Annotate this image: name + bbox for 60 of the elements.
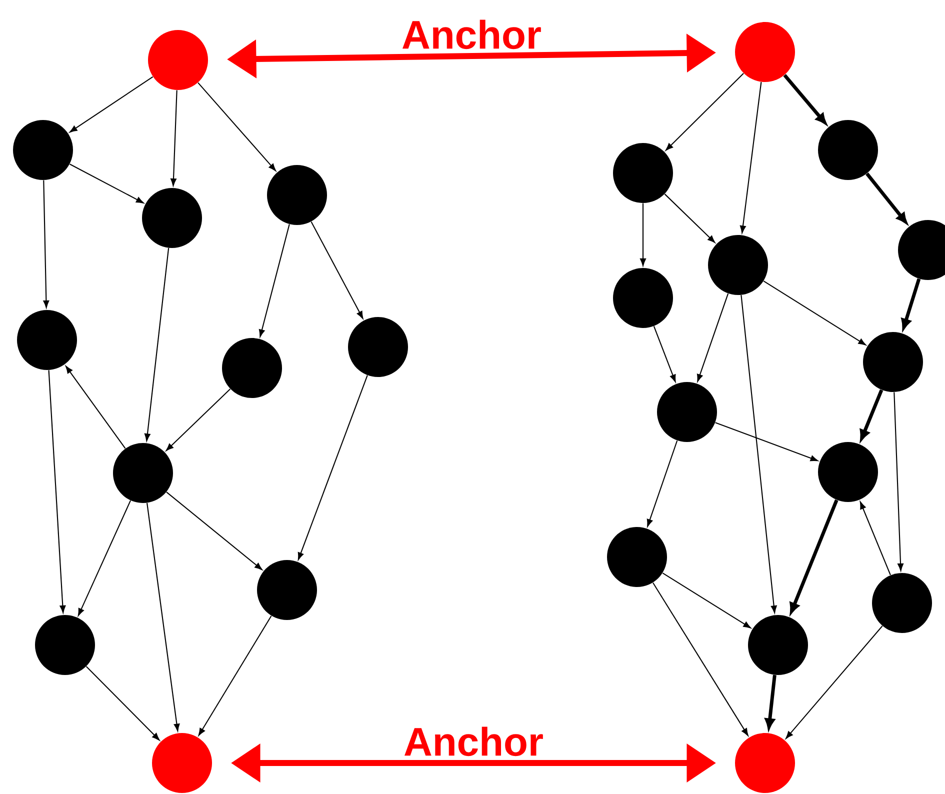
graph-node bbox=[863, 332, 923, 392]
graph-node bbox=[748, 615, 808, 675]
arrow bbox=[666, 72, 744, 151]
edge-label: Anchor bbox=[402, 20, 541, 50]
anchor-node bbox=[152, 733, 212, 793]
arrow bbox=[664, 194, 716, 243]
graph-node bbox=[898, 220, 945, 280]
graph-node bbox=[35, 615, 95, 675]
arrow bbox=[310, 221, 364, 319]
graph-node bbox=[818, 442, 878, 502]
graph-node bbox=[113, 443, 173, 503]
arrow bbox=[66, 366, 126, 449]
graph-node bbox=[17, 310, 77, 370]
graph-node bbox=[607, 527, 667, 587]
arrow bbox=[258, 224, 290, 338]
arrow bbox=[653, 326, 676, 382]
graph-node bbox=[13, 120, 73, 180]
arrow bbox=[170, 90, 178, 186]
arrow bbox=[763, 280, 866, 346]
graph-node bbox=[613, 268, 673, 328]
graph-node bbox=[222, 338, 282, 398]
edge-label: Anchor bbox=[404, 726, 543, 756]
arrow bbox=[70, 76, 154, 132]
arrow bbox=[646, 440, 678, 527]
graph-node bbox=[142, 188, 202, 248]
arrow bbox=[166, 492, 262, 570]
anchor-node bbox=[148, 30, 208, 90]
arrow bbox=[740, 82, 762, 234]
arrow bbox=[652, 582, 748, 736]
graph-node bbox=[872, 573, 932, 633]
arrow bbox=[144, 248, 170, 442]
arrow bbox=[48, 370, 66, 614]
arrow bbox=[894, 392, 904, 571]
arrow bbox=[740, 295, 777, 614]
arrow bbox=[860, 502, 891, 576]
arrow bbox=[198, 616, 272, 736]
anchor-node bbox=[735, 733, 795, 793]
arrow bbox=[786, 626, 883, 739]
arrow bbox=[783, 74, 826, 124]
graph-node bbox=[613, 143, 673, 203]
arrow bbox=[86, 666, 160, 740]
arrow bbox=[715, 422, 818, 462]
arrow bbox=[166, 388, 231, 451]
anchor-node bbox=[735, 22, 795, 82]
graph-node bbox=[657, 382, 717, 442]
graph-node bbox=[818, 120, 878, 180]
arrow bbox=[78, 500, 131, 616]
arrow bbox=[298, 375, 368, 560]
graph-node bbox=[267, 165, 327, 225]
arrow bbox=[640, 203, 646, 266]
arrow bbox=[198, 82, 276, 172]
arrow bbox=[70, 164, 144, 204]
graph-node bbox=[348, 317, 408, 377]
arrow bbox=[146, 502, 180, 732]
graph-node bbox=[708, 235, 768, 295]
arrow bbox=[696, 293, 729, 382]
arrow bbox=[43, 180, 50, 308]
arrow bbox=[662, 572, 751, 628]
graph-node bbox=[257, 560, 317, 620]
arrow bbox=[866, 172, 908, 224]
